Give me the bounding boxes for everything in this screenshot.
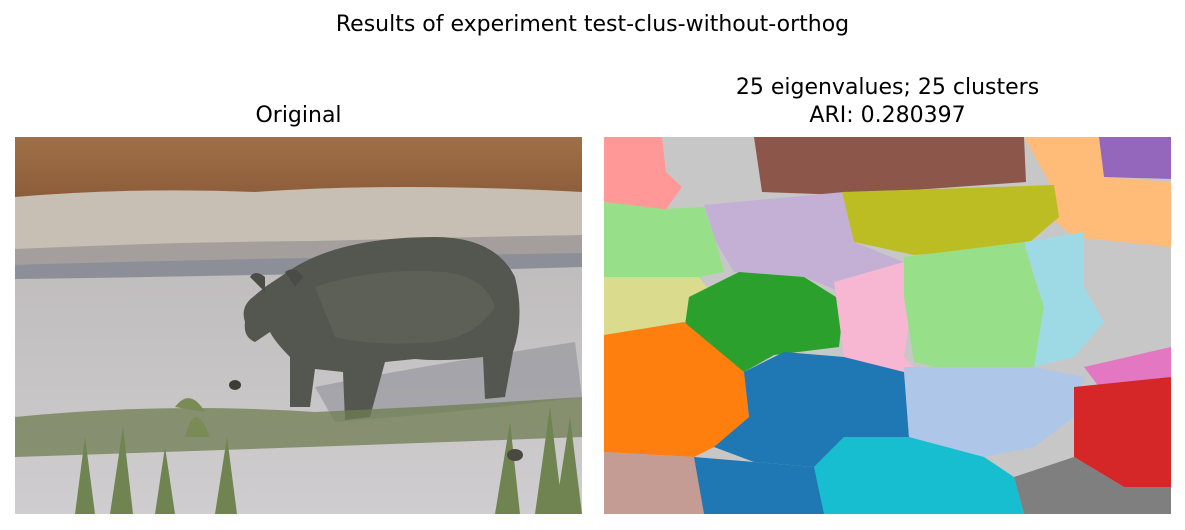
cluster-region (904, 242, 1044, 372)
cluster-region (684, 272, 844, 372)
cluster-region (1099, 137, 1171, 179)
cluster-map (604, 137, 1171, 514)
cluster-region (714, 352, 909, 467)
clusters-panel-title: 25 eigenvalues; 25 clusters ARI: 0.28039… (604, 74, 1171, 130)
cluster-region (1084, 347, 1171, 387)
clusters-title-line1: 25 eigenvalues; 25 clusters (735, 75, 1040, 100)
cluster-region (1024, 137, 1171, 247)
cluster-region (694, 437, 844, 514)
cluster-region (904, 367, 1084, 457)
cluster-region (604, 202, 724, 277)
foreground-grass (15, 397, 582, 457)
rhino-photo (15, 137, 582, 514)
figure-suptitle: Results of experiment test-clus-without-… (335, 12, 850, 37)
cluster-region (662, 137, 764, 197)
cluster-region (1014, 457, 1171, 514)
cluster-region (842, 185, 1059, 255)
cluster-segmentation-map (604, 137, 1171, 514)
original-image (15, 137, 582, 514)
cluster-region (604, 137, 682, 212)
original-panel-title: Original (255, 103, 342, 128)
clusters-title-line2: ARI: 0.280397 (809, 103, 966, 128)
cluster-region (1074, 377, 1171, 487)
cluster-region (604, 452, 704, 514)
cluster-region (604, 322, 749, 457)
cluster-region (704, 192, 904, 297)
cluster-region (1084, 247, 1171, 377)
bird (229, 380, 241, 390)
cluster-region (814, 437, 1024, 514)
cluster-region (834, 262, 924, 377)
cluster-region (754, 137, 1026, 195)
rhino (243, 237, 520, 420)
